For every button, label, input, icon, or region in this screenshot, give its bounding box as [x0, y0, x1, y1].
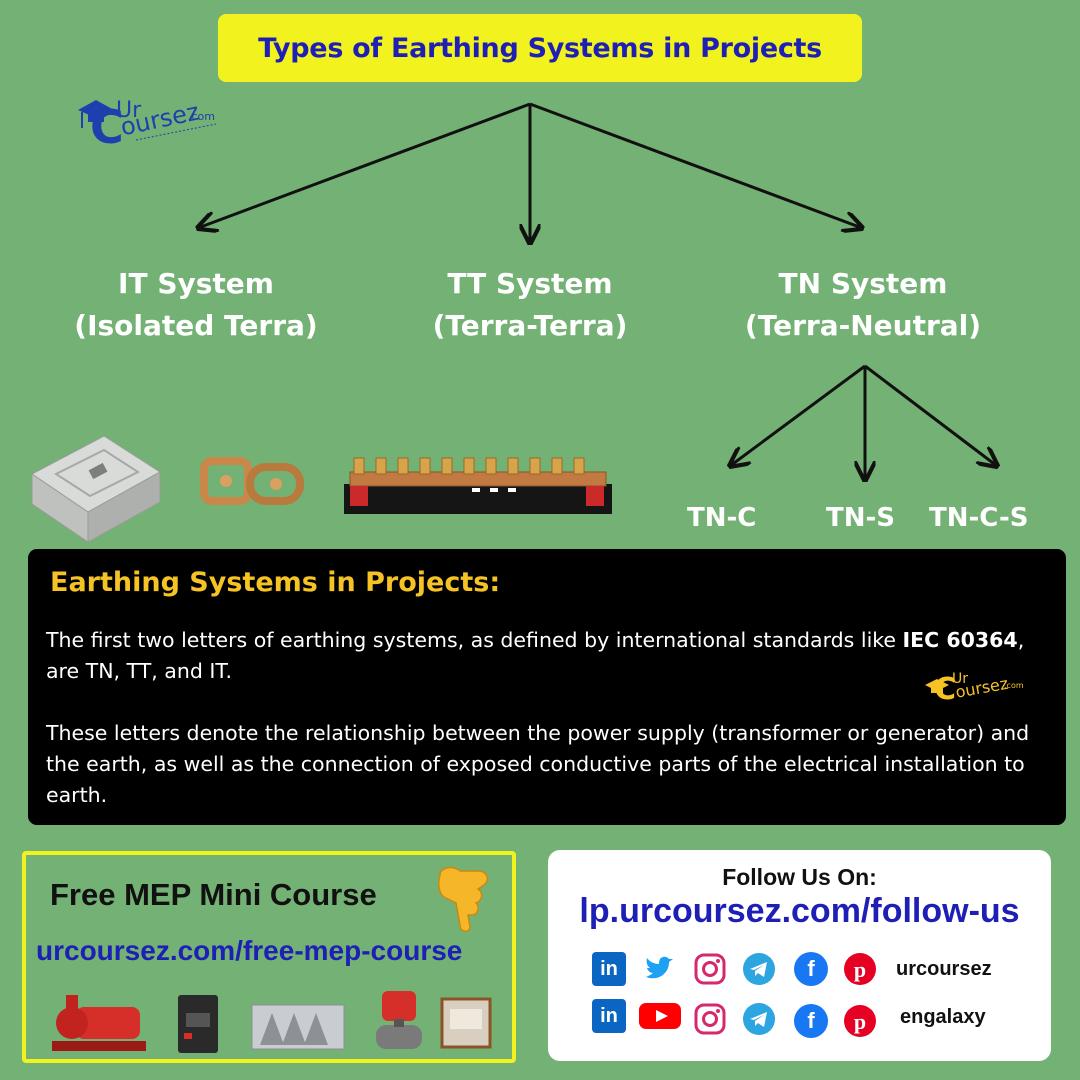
tn-s-label: TN-S — [826, 503, 896, 533]
logo-dotcom: .com — [188, 110, 215, 123]
pointing-down-hand-icon — [438, 866, 489, 932]
pinterest-icon[interactable]: p — [843, 1004, 877, 1038]
course-title: Free MEP Mini Course — [50, 877, 377, 912]
follow-panel: Follow Us On: lp.urcoursez.com/follow-us… — [548, 850, 1051, 1061]
facebook-icon[interactable]: f — [794, 952, 828, 986]
logo-ur: Ur — [116, 98, 142, 123]
row2-handle: engalaxy — [900, 1006, 986, 1028]
course-link[interactable]: urcoursez.com/free-mep-course — [36, 935, 463, 966]
info-logo-c: C — [934, 672, 957, 707]
graduation-cap-icon — [78, 100, 217, 141]
row1-handle: urcoursez — [896, 958, 992, 980]
info-paragraph-1: The first two letters of earthing system… — [46, 625, 1046, 687]
it-system-name: IT System — [118, 267, 274, 300]
it-system: IT System (Isolated Terra) — [36, 263, 356, 347]
instagram-icon[interactable] — [693, 1002, 727, 1036]
twitter-icon[interactable] — [642, 952, 676, 986]
info-logo-ur: Ur — [952, 671, 969, 687]
title-banner: Types of Earthing Systems in Projects — [218, 14, 862, 82]
chiller-unit-image — [251, 1004, 345, 1050]
tt-system-name: TT System — [447, 267, 613, 300]
arrow-to-tn — [529, 102, 862, 228]
tt-system-sub: (Terra-Terra) — [432, 309, 628, 342]
info-p1-standard: IEC 60364 — [902, 628, 1018, 652]
arrow-to-tn-c — [730, 364, 866, 466]
linkedin-icon[interactable]: in — [592, 999, 626, 1033]
earth-clamp-image — [200, 457, 304, 505]
arrow-to-it — [198, 102, 531, 228]
info-urcoursez-logo: C Ur oursez .com — [924, 667, 1034, 713]
control-panel-image — [440, 997, 492, 1049]
svg-text:p: p — [854, 1009, 866, 1034]
tn-c-label: TN-C — [687, 503, 757, 533]
page-title: Types of Earthing Systems in Projects — [258, 32, 822, 64]
it-system-sub: (Isolated Terra) — [74, 309, 318, 342]
linkedin-icon[interactable]: in — [592, 952, 626, 986]
svg-text:p: p — [854, 957, 866, 982]
pinterest-icon[interactable]: p — [843, 952, 877, 986]
instagram-icon[interactable] — [693, 952, 727, 986]
graduation-cap-icon — [925, 679, 949, 693]
info-logo-dotcom: .com — [1004, 681, 1024, 690]
earth-pit-cover-image — [31, 435, 161, 543]
fire-pump-image — [52, 995, 146, 1051]
info-p1-a: The first two letters of earthing system… — [46, 628, 903, 652]
telegram-icon[interactable] — [742, 952, 776, 986]
circuit-breaker-image — [178, 995, 218, 1053]
follow-link[interactable]: lp.urcoursez.com/follow-us — [579, 892, 1020, 930]
tn-system-name: TN System — [778, 267, 948, 300]
tn-system: TN System (Terra-Neutral) — [703, 263, 1023, 347]
flow-switch-valve-image — [376, 991, 422, 1049]
tn-system-sub: (Terra-Neutral) — [744, 309, 982, 342]
tn-c-s-label: TN-C-S — [929, 503, 1029, 533]
info-p1-c: , are TN, TT, and IT. — [46, 628, 1025, 683]
info-panel: Earthing Systems in Projects: The first … — [28, 549, 1066, 825]
tt-system: TT System (Terra-Terra) — [370, 263, 690, 347]
arrow-to-tn-c-s — [864, 364, 997, 466]
info-heading: Earthing Systems in Projects: — [50, 567, 501, 598]
info-paragraph-2: These letters denote the relationship be… — [46, 721, 1030, 807]
facebook-icon[interactable]: f — [794, 1004, 828, 1038]
mini-course-panel: Free MEP Mini Course urcoursez.com/free-… — [22, 851, 516, 1063]
earth-busbar-image — [344, 457, 612, 514]
logo-c: C — [90, 100, 124, 154]
follow-title: Follow Us On: — [722, 864, 877, 890]
telegram-icon[interactable] — [742, 1002, 776, 1036]
youtube-icon[interactable] — [638, 999, 682, 1033]
